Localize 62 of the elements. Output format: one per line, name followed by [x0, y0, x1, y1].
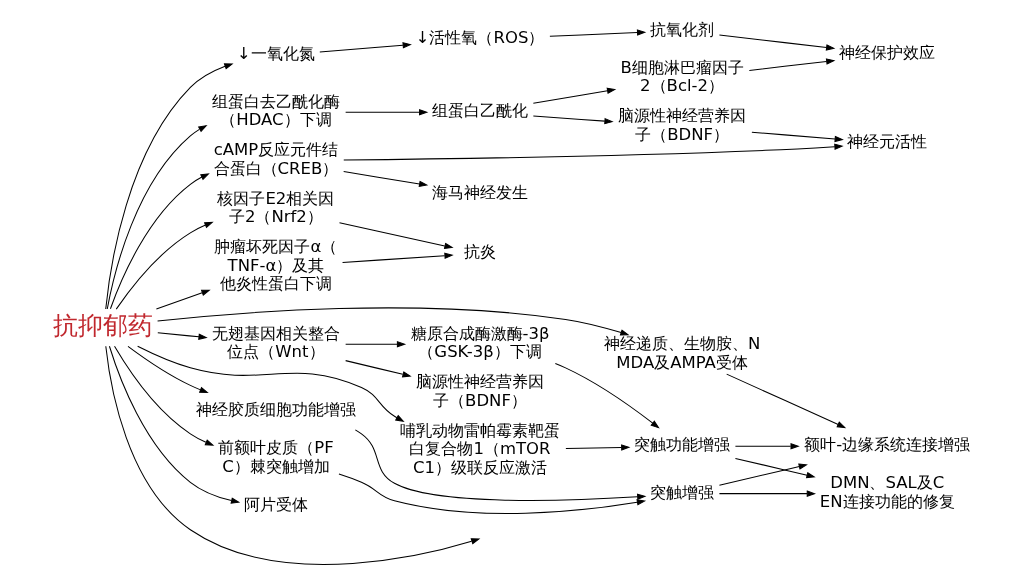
arrow [104, 63, 234, 310]
node-text: 组蛋白乙酰化 [431, 101, 528, 121]
arrow [354, 429, 646, 501]
arrow [344, 360, 412, 378]
node-text: 抗氧化剂 [649, 19, 714, 39]
arrow [718, 490, 816, 497]
arrow [338, 222, 454, 250]
node-text: DMN、SAL及CEN连接功能的修复 [819, 473, 955, 511]
arrow [104, 345, 480, 566]
arrow [108, 345, 240, 504]
node-text: 组蛋白去乙酰化酶（HDAC）下调 [211, 91, 340, 130]
arrow [532, 115, 614, 125]
arrow [564, 444, 630, 451]
arrow [718, 463, 808, 486]
arrow [344, 108, 428, 116]
arrow [155, 289, 211, 310]
node-text: 无翅基因相关整合位点（Wnt） [211, 323, 340, 362]
arrow [734, 457, 816, 479]
node-text: 突触功能增强 [633, 435, 730, 455]
node-text: 海马神经发生 [431, 182, 528, 202]
node-text: 哺乳动物雷帕霉素靶蛋白复合物1（mTORC1）级联反应激活 [399, 420, 560, 477]
arrow [113, 345, 214, 446]
arrow [554, 362, 660, 429]
node-text: ↓活性氧（ROS） [415, 27, 544, 47]
node-text: 肿瘤坏死因子α（TNF-α）及其他炎性蛋白下调 [213, 237, 337, 294]
node-text: ↓一氧化氮 [236, 44, 315, 64]
node-text: 脑源性神经营养因子（BDNF） [617, 106, 746, 144]
node-text: 突触增强 [649, 482, 714, 502]
arrow [734, 442, 800, 450]
arrow [115, 221, 214, 310]
arrow [718, 34, 835, 51]
arrow [156, 307, 630, 336]
node-text: 神经递质、生物胺、NMDA及AMPA受体 [603, 334, 760, 372]
node-text: 神经元活性 [846, 132, 927, 152]
arrow [337, 473, 646, 515]
arrow [748, 58, 835, 71]
arrow [126, 345, 209, 394]
node-text: cAMP反应元件结合蛋白（CREB） [213, 140, 338, 178]
node-text: 抗抑郁药 [52, 311, 153, 341]
node-text: 神经胶质细胞功能增强 [195, 400, 356, 420]
arrow [750, 131, 844, 143]
arrow [344, 340, 406, 348]
node-text: 额叶-边缘系统连接增强 [803, 435, 970, 455]
arrow [136, 345, 405, 423]
node-text: 核因子E2相关因子2（Nrf2） [216, 188, 334, 227]
arrow [532, 87, 616, 104]
node-text: 前额叶皮质（PFC）棘突触增加 [217, 438, 334, 476]
node-text: 神经保护效应 [838, 43, 935, 63]
arrow [109, 173, 210, 310]
arrow [106, 124, 208, 310]
arrow [548, 29, 646, 37]
arrow [156, 332, 208, 340]
node-text: 脑源性神经营养因子（BDNF） [415, 372, 544, 410]
arrow [725, 373, 846, 429]
node-text: 糖原合成酶激酶-3β（GSK-3β）下调 [410, 323, 550, 362]
node-text: B细胞淋巴瘤因子2（Bcl-2） [619, 57, 744, 96]
arrow [342, 171, 428, 188]
arrow [341, 252, 454, 263]
arrow [342, 143, 844, 161]
node-text: 阿片受体 [243, 494, 308, 514]
node-text: 抗炎 [463, 242, 496, 262]
arrow [318, 42, 412, 53]
